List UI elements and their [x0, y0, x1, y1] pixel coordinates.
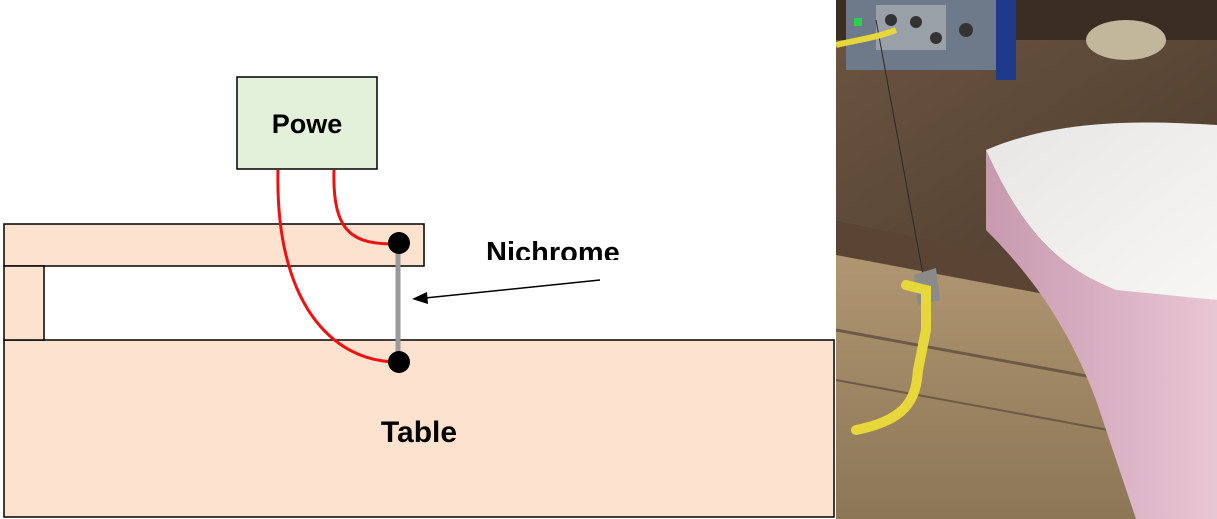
- arrow-head: [412, 292, 428, 304]
- lead-wire-bottom: [276, 169, 399, 364]
- nichrome-setup-diagram: Powe Nichrome Table: [3, 76, 835, 518]
- foam-white-surface: [986, 122, 1217, 300]
- power-label: Powe: [272, 109, 343, 139]
- experiment-photo: [836, 0, 1217, 519]
- nichrome-wire-photo: [875, 19, 925, 281]
- support-post: [3, 265, 45, 341]
- nichrome-label: Nichrome: [486, 237, 620, 269]
- lead-wire-top: [332, 169, 396, 246]
- table-label: Table: [381, 416, 457, 449]
- terminal-top: [388, 232, 410, 254]
- top-rail: [3, 223, 425, 267]
- foam-pink-edge: [986, 150, 1217, 519]
- table-block: [3, 339, 835, 518]
- terminal-bottom: [388, 351, 410, 373]
- nichrome-pointer-arrow: [424, 279, 601, 299]
- power-supply-box: [236, 76, 378, 170]
- yellow-lead: [851, 280, 931, 435]
